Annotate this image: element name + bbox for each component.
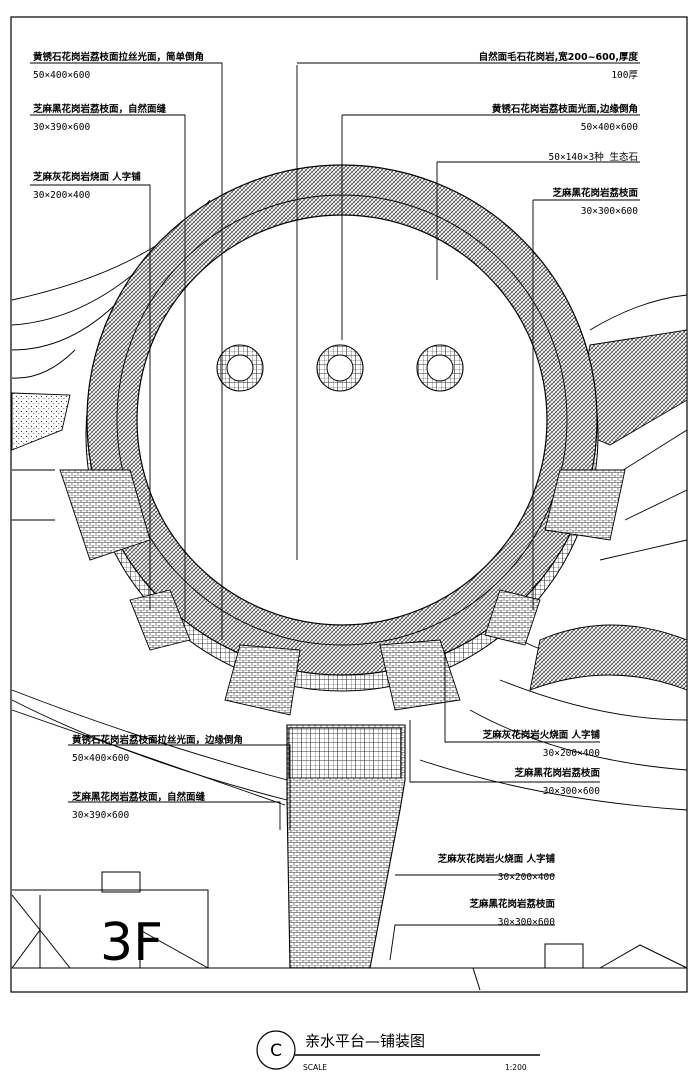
callout-3-spec: 30×200×400 [33, 190, 90, 201]
callout-5-spec: 50×400×600 [581, 122, 638, 133]
callout-13-desc: 芝麻黑花岗岩荔枝面 [469, 898, 555, 910]
callout-12: 芝麻灰花岗岩火烧面 人字铺 30×200×400 [438, 853, 556, 883]
callout-1-spec: 50×400×600 [33, 70, 90, 81]
building-outlines [11, 871, 688, 991]
callout-7-spec: 30×300×600 [581, 206, 638, 217]
planter-circles [216, 344, 464, 392]
site-mark: 3F [100, 913, 163, 973]
right-lower-path [529, 624, 688, 691]
callout-2-desc: 芝麻黑花岗岩荔枝面，自然面缝 [33, 103, 167, 115]
callout-12-spec: 30×200×400 [498, 872, 555, 883]
callout-4-desc: 自然面毛石花岗岩,宽200~600,厚度 [479, 51, 639, 63]
callout-6-spec: 50×140×3种 生态石 [549, 151, 638, 163]
callout-3: 芝麻灰花岗岩烧面 人字铺 30×200×400 [33, 171, 141, 201]
callout-7: 芝麻黑花岗岩荔枝面 30×300×600 [552, 187, 638, 217]
callout-12-desc: 芝麻灰花岗岩火烧面 人字铺 [438, 853, 556, 865]
callout-10: 芝麻灰花岗岩火烧面 人字铺 30×200×400 [483, 729, 601, 759]
callout-13-spec: 30×300×600 [498, 917, 555, 928]
callout-13: 芝麻黑花岗岩荔枝面 30×300×600 [469, 898, 555, 928]
callout-2-spec: 30×390×600 [33, 122, 90, 133]
callout-labels: 黄锈石花岗岩荔枝面拉丝光面，简单倒角 50×400×600 芝麻黑花岗岩荔枝面，… [33, 51, 638, 928]
drawing-frame [10, 16, 688, 993]
callout-11-desc: 芝麻黑花岗岩荔枝面 [514, 767, 600, 779]
callout-2: 芝麻黑花岗岩荔枝面，自然面缝 30×390×600 [33, 103, 167, 133]
callout-4: 自然面毛石花岗岩,宽200~600,厚度 100厚 [479, 51, 639, 81]
callout-5-desc: 黄锈石花岗岩荔枝面光面,边缘倒角 [492, 103, 638, 115]
callout-3-desc: 芝麻灰花岗岩烧面 人字铺 [33, 171, 141, 183]
callout-10-desc: 芝麻灰花岗岩火烧面 人字铺 [483, 729, 601, 741]
walkway-steps [288, 727, 402, 779]
callout-8: 黄锈石花岗岩荔枝面拉丝光面，边缘倒角 50×400×600 [72, 734, 243, 764]
callout-6: 50×140×3种 生态石 [549, 151, 638, 163]
left-path [11, 392, 71, 451]
section-symbol-circle [256, 1030, 296, 1070]
callout-11-spec: 30×300×600 [543, 786, 600, 797]
callout-1: 黄锈石花岗岩荔枝面拉丝光面，简单倒角 50×400×600 [33, 51, 204, 81]
callout-11: 芝麻黑花岗岩荔枝面 30×300×600 [514, 767, 600, 797]
ring-segments [59, 469, 626, 716]
callout-4-spec: 100厚 [611, 70, 638, 81]
callout-7-desc: 芝麻黑花岗岩荔枝面 [552, 187, 638, 199]
callout-8-spec: 50×400×600 [72, 753, 129, 764]
callout-5: 黄锈石花岗岩荔枝面光面,边缘倒角 50×400×600 [492, 103, 638, 133]
callout-9: 芝麻黑花岗岩荔枝面，自然面缝 30×390×600 [72, 791, 206, 821]
walkway-stem [286, 724, 406, 969]
callout-9-desc: 芝麻黑花岗岩荔枝面，自然面缝 [72, 791, 206, 803]
section-symbol: C [270, 1041, 282, 1061]
callout-1-desc: 黄锈石花岗岩荔枝面拉丝光面，简单倒角 [33, 51, 204, 63]
drawing-title: 亲水平台—铺装图 [305, 1032, 425, 1050]
scale-label: SCALE [303, 1063, 327, 1072]
callout-8-desc: 黄锈石花岗岩荔枝面拉丝光面，边缘倒角 [72, 734, 243, 746]
callout-10-spec: 30×200×400 [543, 748, 600, 759]
scale-value: 1:200 [505, 1063, 527, 1072]
title-block: C 亲水平台—铺装图 SCALE 1:200 [256, 1030, 540, 1072]
leader-lines [11, 62, 640, 961]
callout-9-spec: 30×390×600 [72, 810, 129, 821]
